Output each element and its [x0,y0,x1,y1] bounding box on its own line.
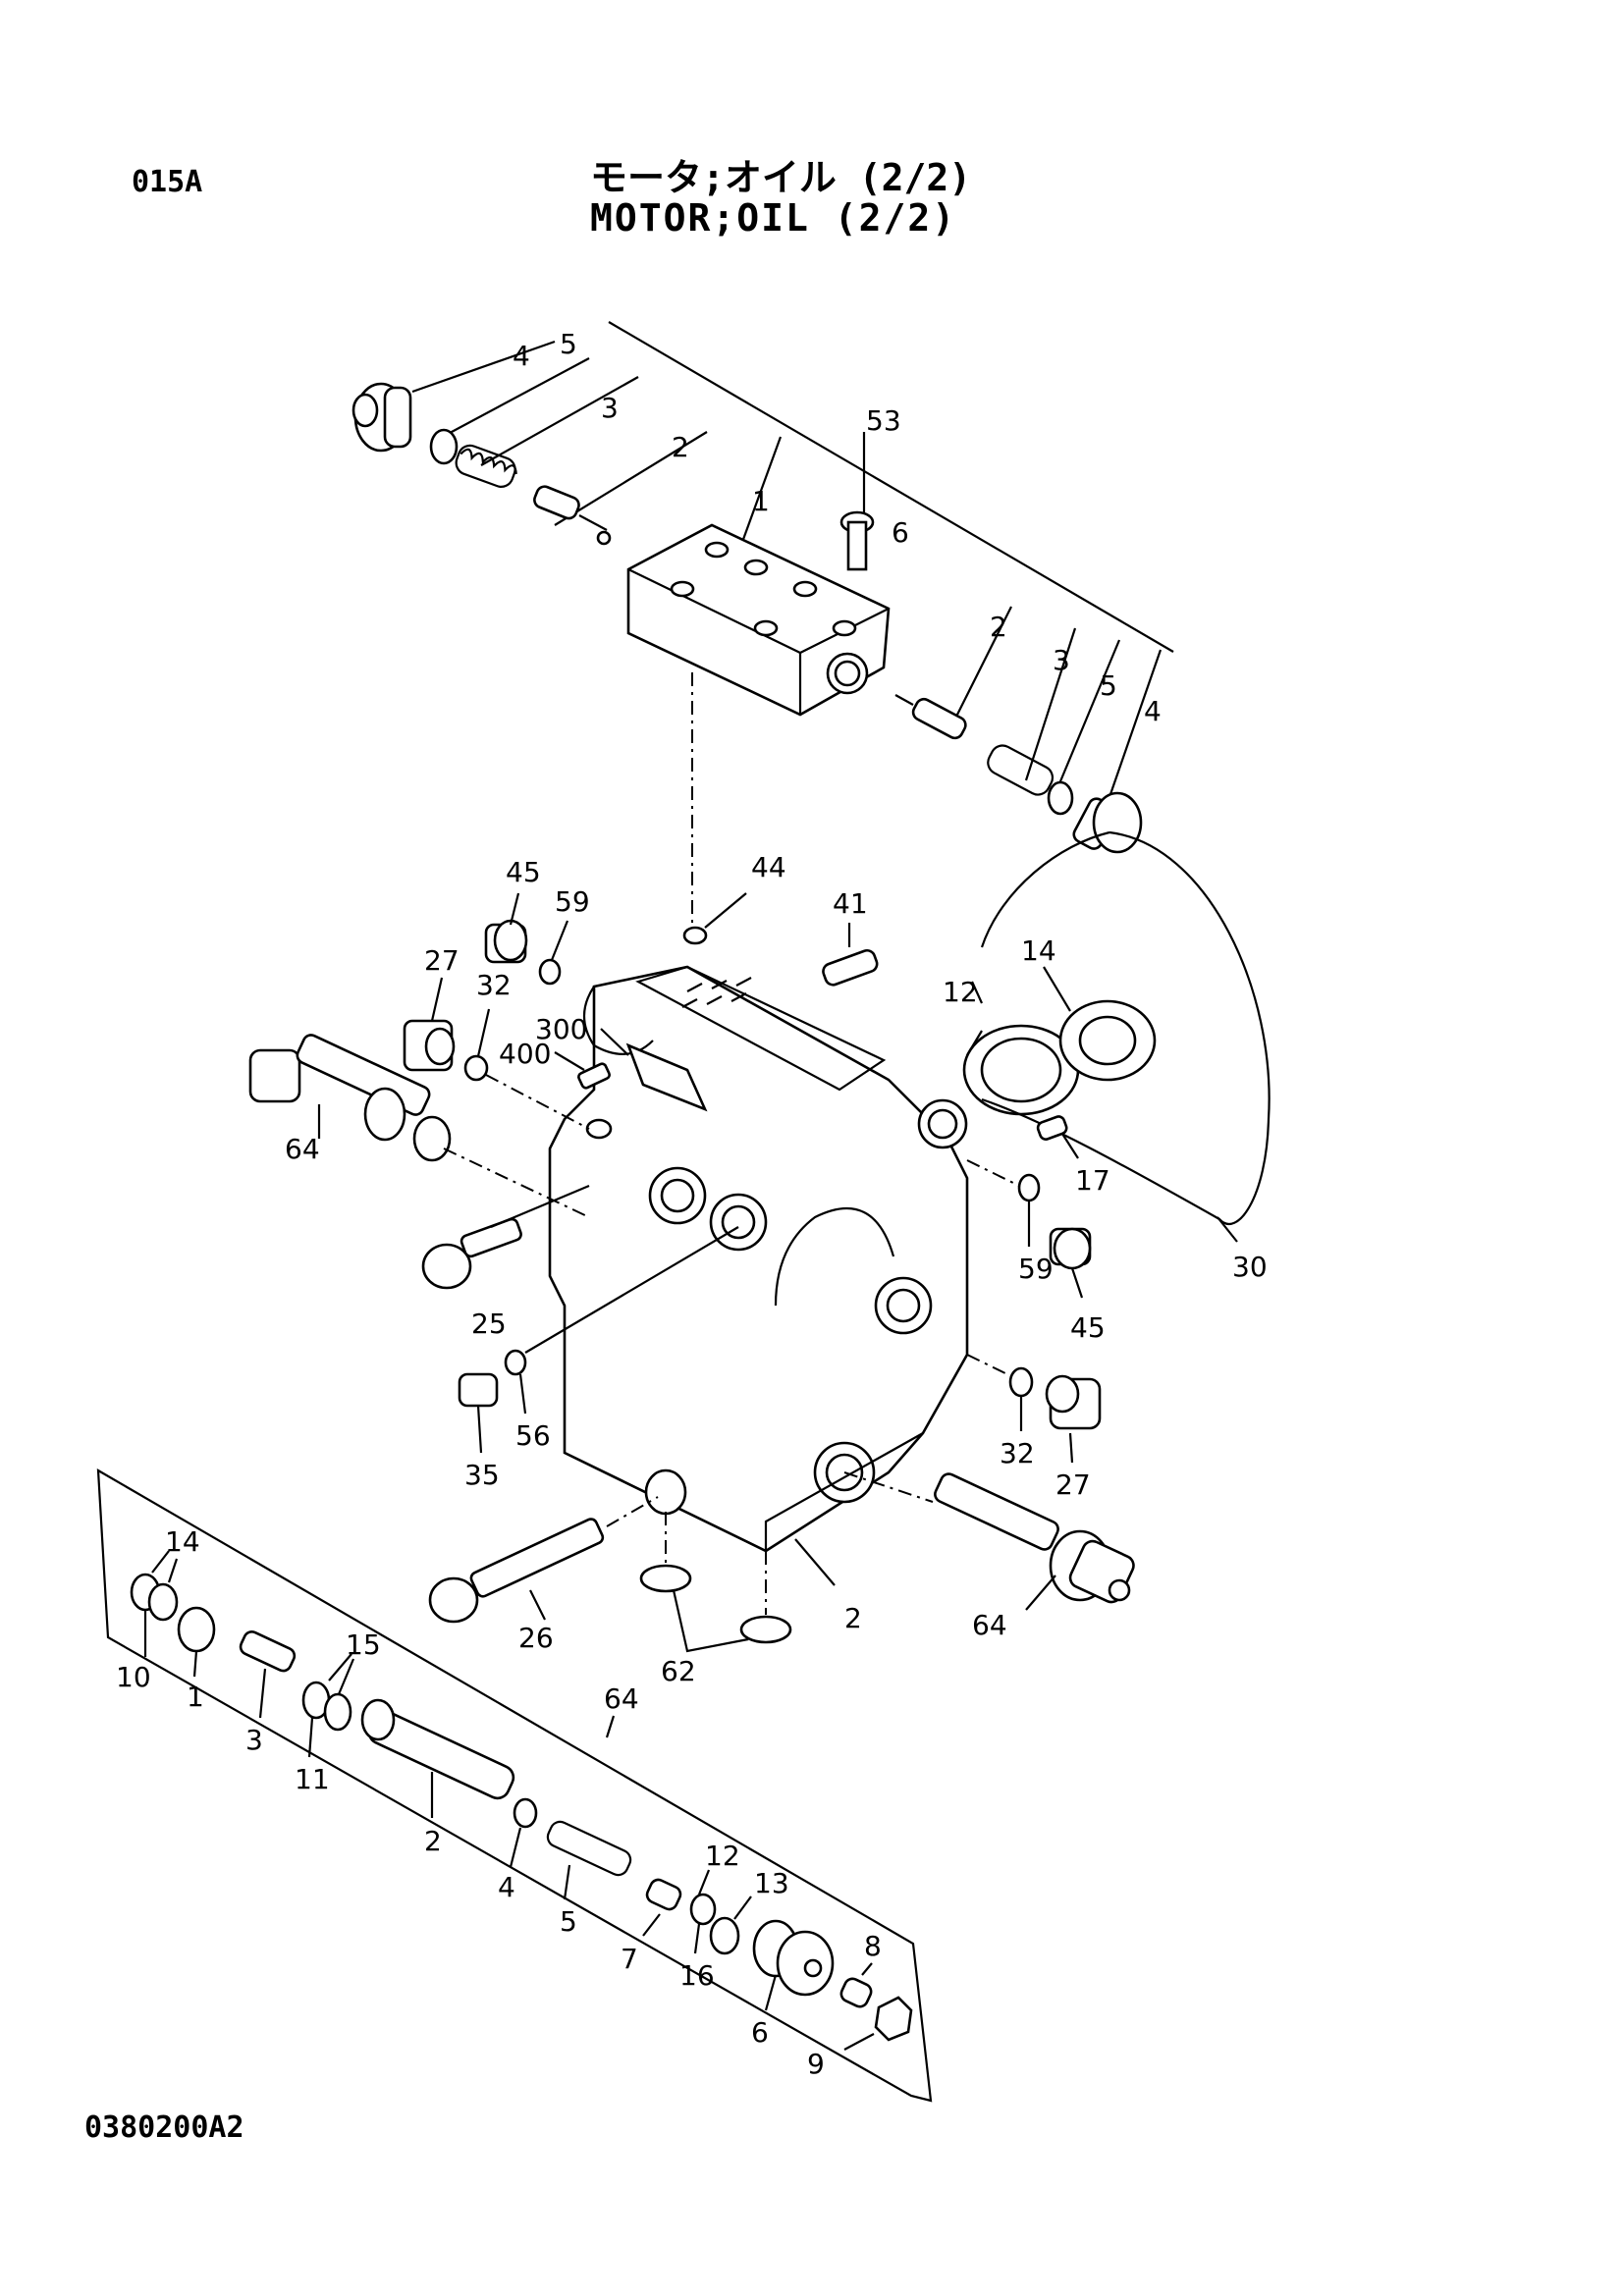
callout-64b: 64 [972,1609,1007,1641]
callout-30: 30 [1232,1251,1268,1283]
callout-10: 10 [116,1661,151,1693]
callout-5b: 5 [1100,669,1117,702]
callout-2d: 2 [424,1825,442,1857]
inset-relief-valve-64 [96,1468,933,2103]
spring-3-upper [455,444,517,488]
side-parts [248,830,1271,1653]
callout-3a: 3 [601,392,619,424]
callout-32a: 32 [476,969,512,1001]
callout-6a: 6 [892,516,909,549]
relief-valve-64-right [843,1471,1135,1611]
o-ring-5-upper [429,428,459,465]
callout-3c: 3 [245,1724,263,1756]
callout-9: 9 [807,2048,825,2080]
plug-4-lower [1072,791,1143,854]
o-ring-5-lower [1047,780,1074,816]
callout-4b: 4 [1144,695,1162,727]
callout-14a: 14 [1021,934,1056,967]
valve-assembly-53 [352,321,1174,942]
callout-3b: 3 [1053,644,1070,676]
callout-17: 17 [1075,1164,1110,1197]
callout-1a: 1 [752,485,770,517]
poppet-2-lower [894,694,967,740]
callout-5a: 5 [560,328,577,360]
callout-2c: 2 [844,1602,862,1634]
callout-56: 56 [515,1419,551,1452]
bolt-26 [428,1496,659,1624]
callout-41: 41 [833,887,868,920]
callout-13: 13 [754,1867,789,1899]
callout-64a: 64 [285,1133,320,1165]
callout-14b: 14 [165,1525,200,1558]
callout-2b: 2 [990,611,1007,643]
callout-26: 26 [518,1622,554,1654]
callout-8: 8 [864,1930,882,1962]
main-housing [548,965,969,1553]
callout-labels: 4 5 3 2 53 1 6 2 3 5 4 44 41 45 59 27 32… [116,328,1268,2080]
callout-300: 300 [535,1013,587,1045]
valve-block-1 [626,523,891,717]
callout-59b: 59 [1018,1253,1054,1285]
callout-62: 62 [661,1655,696,1687]
callout-45b: 45 [1070,1311,1106,1344]
callout-27b: 27 [1055,1468,1091,1501]
spring-3-lower [987,744,1055,796]
title-english: MOTOR;OIL (2/2) [590,196,957,240]
callout-12a: 12 [943,976,978,1008]
ring-14-upper [1043,966,1157,1082]
callout-53: 53 [866,404,901,437]
poppet-2-upper [533,485,612,546]
page-code: 015A [132,165,203,199]
callout-4c: 4 [498,1871,515,1903]
callout-2a: 2 [672,431,689,463]
callout-1b: 1 [187,1681,204,1713]
callout-25: 25 [471,1308,507,1340]
callout-12b: 12 [705,1840,740,1872]
callout-6b: 6 [751,2016,769,2049]
callout-11: 11 [295,1763,330,1795]
callout-16: 16 [679,1959,715,1992]
callout-32b: 32 [1000,1437,1035,1469]
callout-15: 15 [346,1629,381,1661]
callout-64c: 64 [604,1682,639,1715]
callout-59a: 59 [555,885,590,918]
callout-35: 35 [464,1459,500,1491]
bolt-25 [421,1184,590,1290]
drawing-number: 0380200A2 [84,2110,244,2145]
relief-valve-64-left [248,1034,590,1218]
title-japanese: モータ;オイル (2/2) [590,156,972,199]
callout-7: 7 [621,1943,638,1975]
callout-45a: 45 [506,856,541,888]
callout-400: 400 [499,1038,551,1070]
callout-44: 44 [751,851,786,883]
callout-4a: 4 [513,340,530,372]
callout-5c: 5 [560,1905,577,1938]
seal-ring-30 [981,830,1271,1226]
bolt-6-upper [839,510,875,571]
callout-27a: 27 [424,944,460,977]
plug-4-upper [352,382,412,453]
